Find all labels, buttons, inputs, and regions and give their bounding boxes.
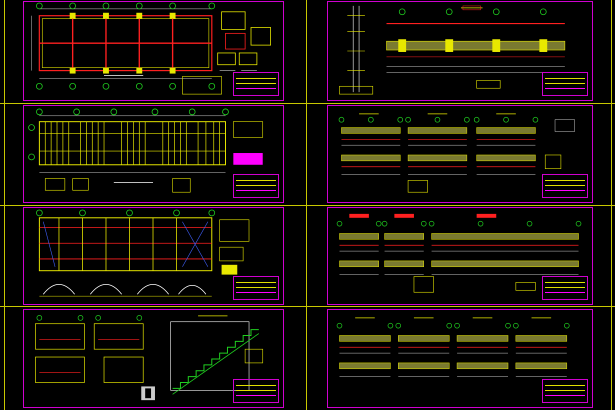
title-block [233,379,279,403]
sheet-beam-elevations-a[interactable] [327,105,593,203]
title-block [233,276,279,300]
sheet-roof-framing-plan[interactable] [23,105,284,203]
beam-elevations-drawing [336,317,570,377]
floor-plan-drawing [31,2,272,95]
column-elevation-drawing [339,5,566,95]
page-divider-horizontal-2 [0,205,615,206]
page-divider-horizontal-3 [0,306,615,307]
sheet-footing-and-stair-details[interactable] [23,309,284,408]
title-block [542,174,588,198]
title-block [233,72,279,96]
sheet-beam-elevations-b[interactable] [327,207,593,305]
framing-plan-drawing [36,209,250,297]
sheet-column-elevation-and-beam-section[interactable] [327,1,593,101]
beam-elevations-drawing [336,213,582,293]
page-divider-horizontal-1 [0,103,615,104]
roof-framing-drawing [28,108,264,193]
beam-elevations-drawing [338,113,575,193]
title-block [542,276,588,300]
title-block [542,72,588,96]
title-block [233,174,279,198]
footing-and-stair-drawing [35,315,264,401]
sheet-framing-plan-sections[interactable] [23,207,284,305]
sheet-beam-elevations-c[interactable] [327,309,593,408]
title-block [542,379,588,403]
sheet-floor-plan[interactable] [23,1,284,101]
